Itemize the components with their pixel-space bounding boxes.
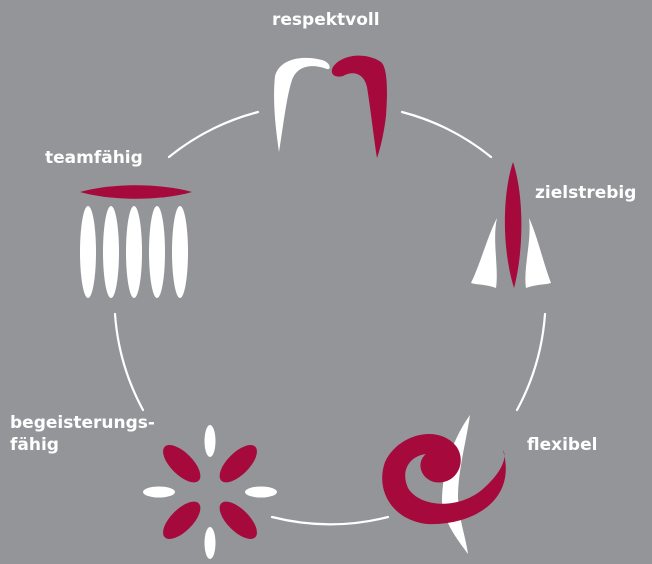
label-begeisterungsfaehig-line2: fähig — [10, 434, 155, 456]
flame-icon — [471, 162, 551, 288]
label-respektvoll: respektvoll — [272, 9, 380, 31]
label-begeisterungsfaehig-line1: begeisterungs- — [10, 412, 155, 434]
label-zielstrebig: zielstrebig — [535, 182, 636, 204]
label-begeisterungsfaehig: begeisterungs- fähig — [10, 412, 155, 456]
ring-arc-respektvoll-zielstrebig — [402, 112, 491, 157]
ring-arc-begeisterungsfaehig-teamfaehig — [115, 314, 143, 410]
team-icon — [80, 185, 192, 298]
label-teamfaehig: teamfähig — [45, 147, 143, 169]
arches-icon — [274, 56, 387, 158]
ring-arc-flexibel-begeisterungsfaehig — [272, 517, 388, 524]
label-flexibel: flexibel — [527, 434, 597, 456]
swirl-icon — [382, 415, 506, 554]
flower-icon — [143, 425, 277, 559]
ring-arc-teamfaehig-respektvoll — [169, 112, 258, 157]
ring-arc-zielstrebig-flexibel — [517, 314, 545, 410]
